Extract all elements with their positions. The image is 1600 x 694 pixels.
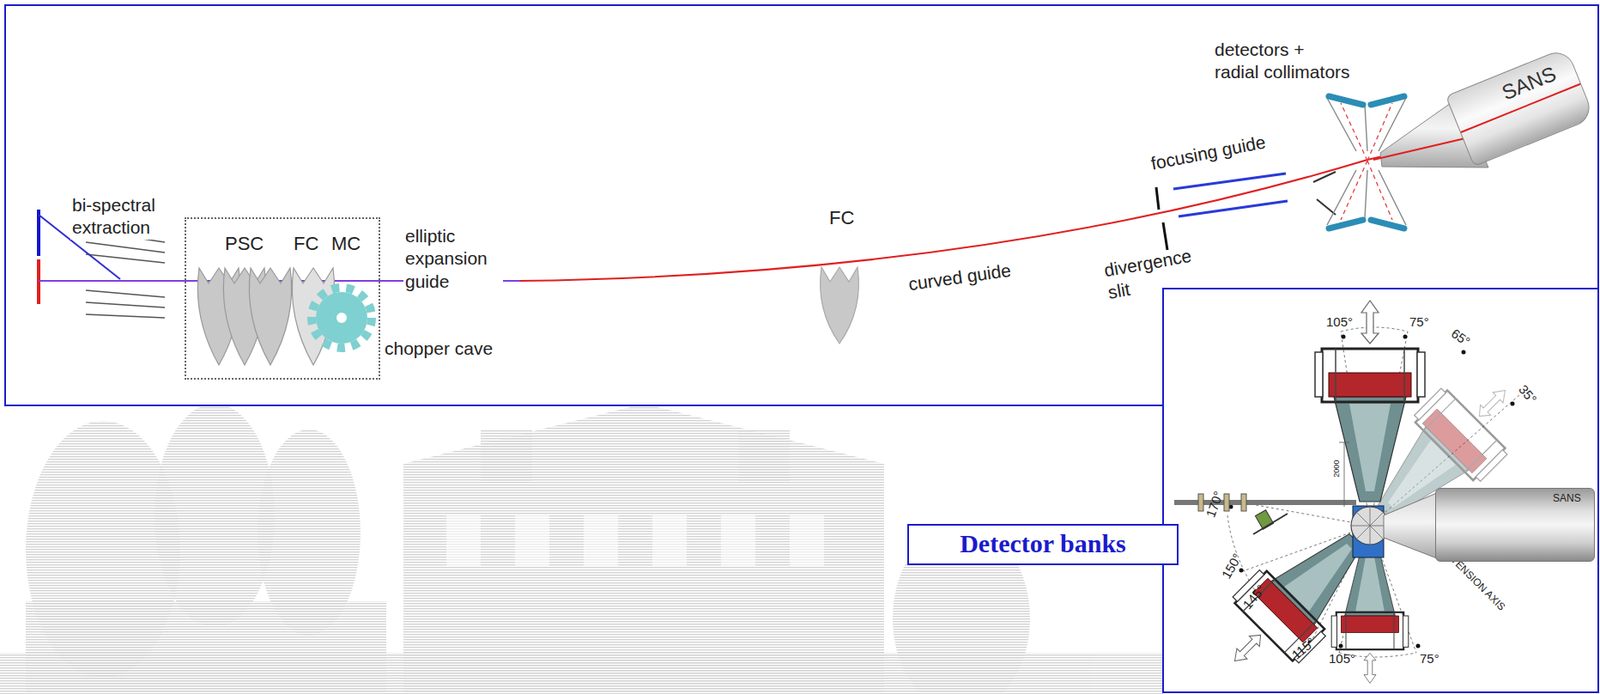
part-label: curved guide bbox=[907, 259, 1013, 297]
chopper-cave-box: chopper cave bbox=[184, 217, 381, 380]
chopper-cave-box-text: chopper cave bbox=[384, 337, 493, 359]
dimension-label: 2000 bbox=[1332, 460, 1342, 478]
angle-label: 75° bbox=[1409, 314, 1430, 331]
angle-label: 65° bbox=[1448, 325, 1473, 350]
part-label: elliptic expansion guide bbox=[403, 224, 504, 293]
part-label: FC bbox=[293, 231, 319, 256]
angle-label: 170° bbox=[1202, 489, 1227, 521]
sans-tank-text: SANS bbox=[1498, 61, 1560, 106]
part-label: bi-spectral extraction bbox=[70, 193, 182, 240]
axis-label: TENSION AXIS bbox=[1448, 553, 1509, 614]
sans-tank-text: SANS bbox=[1552, 491, 1582, 504]
part-label: focusing guide bbox=[1149, 130, 1268, 176]
detector-banks-box: Detector banks bbox=[907, 523, 1179, 565]
sans-tank: SANS bbox=[1445, 47, 1595, 167]
angle-label: 150° bbox=[1218, 550, 1247, 582]
angle-label: 115° bbox=[1288, 634, 1319, 664]
part-label: FC bbox=[829, 206, 855, 231]
angle-label: 105° bbox=[1326, 314, 1353, 331]
part-label: detectors + radial collimators bbox=[1214, 38, 1353, 85]
part-label: MC bbox=[331, 231, 361, 256]
sans-tank: SANS bbox=[1435, 487, 1595, 562]
angle-label: 75° bbox=[1419, 650, 1440, 667]
part-label: divergence slit bbox=[1102, 242, 1210, 304]
part-label: PSC bbox=[224, 231, 264, 256]
detector-banks-box-text: Detector banks bbox=[922, 527, 1164, 559]
angle-label: 105° bbox=[1328, 650, 1356, 667]
angle-label: 35° bbox=[1515, 381, 1540, 407]
angle-label: 145° bbox=[1239, 581, 1269, 613]
